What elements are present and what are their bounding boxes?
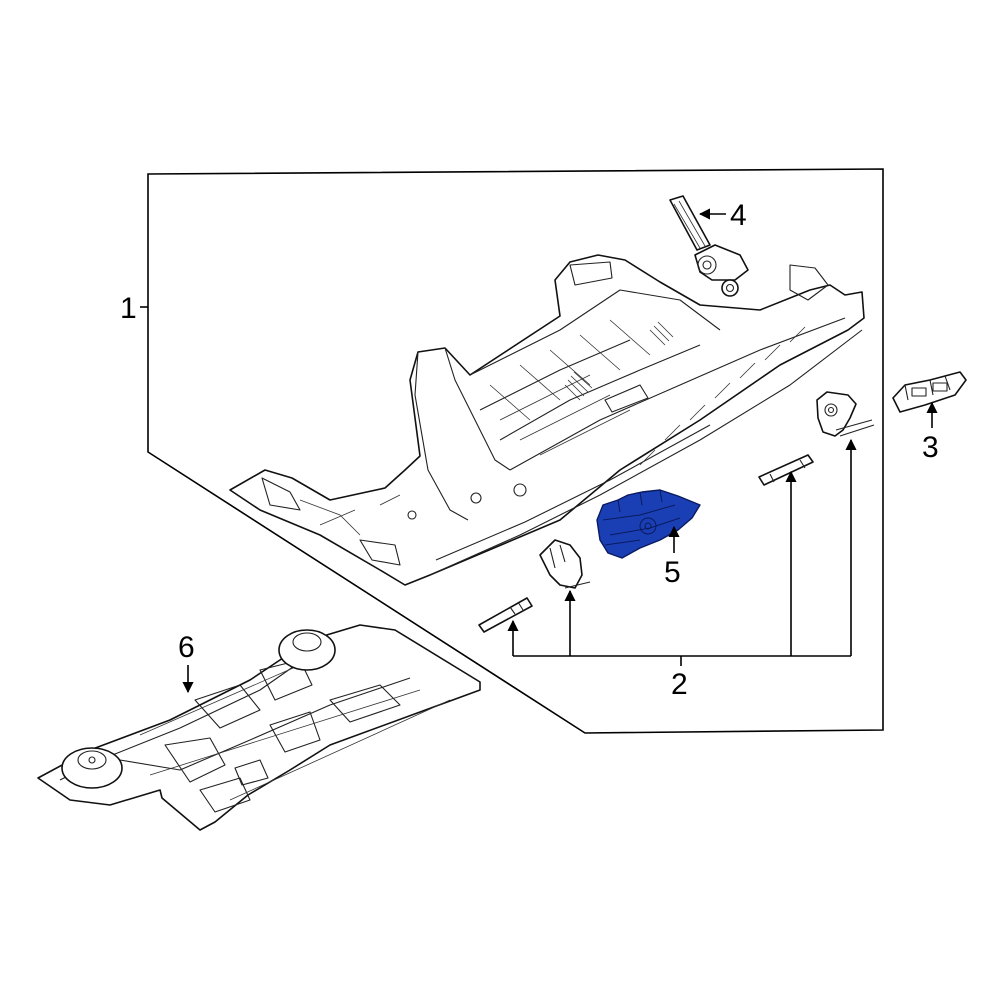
callout-1-group: 1 bbox=[120, 292, 148, 325]
lower-panel-insulator[interactable] bbox=[37, 624, 481, 831]
callout-2-label: 2 bbox=[671, 668, 688, 701]
callout-4-label: 4 bbox=[730, 199, 747, 232]
hinge-pin-left[interactable] bbox=[478, 597, 533, 633]
hinge-bracket-left[interactable] bbox=[539, 539, 591, 589]
callout-5-group: 5 bbox=[664, 525, 681, 589]
hinge-pin-right[interactable] bbox=[758, 454, 814, 486]
glove-box-striker[interactable] bbox=[892, 371, 967, 413]
callout-4-group: 4 bbox=[698, 199, 747, 232]
glove-box-assembly[interactable] bbox=[229, 254, 865, 586]
callout-5-label: 5 bbox=[664, 556, 681, 589]
callout-2-group: 2 bbox=[507, 438, 857, 701]
glove-box-damper[interactable] bbox=[669, 195, 749, 297]
callout-1-label: 1 bbox=[120, 292, 137, 325]
callout-6-label: 6 bbox=[178, 631, 195, 664]
callout-3-group: 3 bbox=[922, 401, 939, 464]
callout-3-label: 3 bbox=[922, 431, 939, 464]
hinge-bracket-right[interactable] bbox=[816, 391, 875, 437]
callout-6-group: 6 bbox=[178, 631, 195, 694]
glove-box-latch-highlighted[interactable] bbox=[596, 489, 701, 559]
assembly-frame bbox=[147, 168, 884, 734]
